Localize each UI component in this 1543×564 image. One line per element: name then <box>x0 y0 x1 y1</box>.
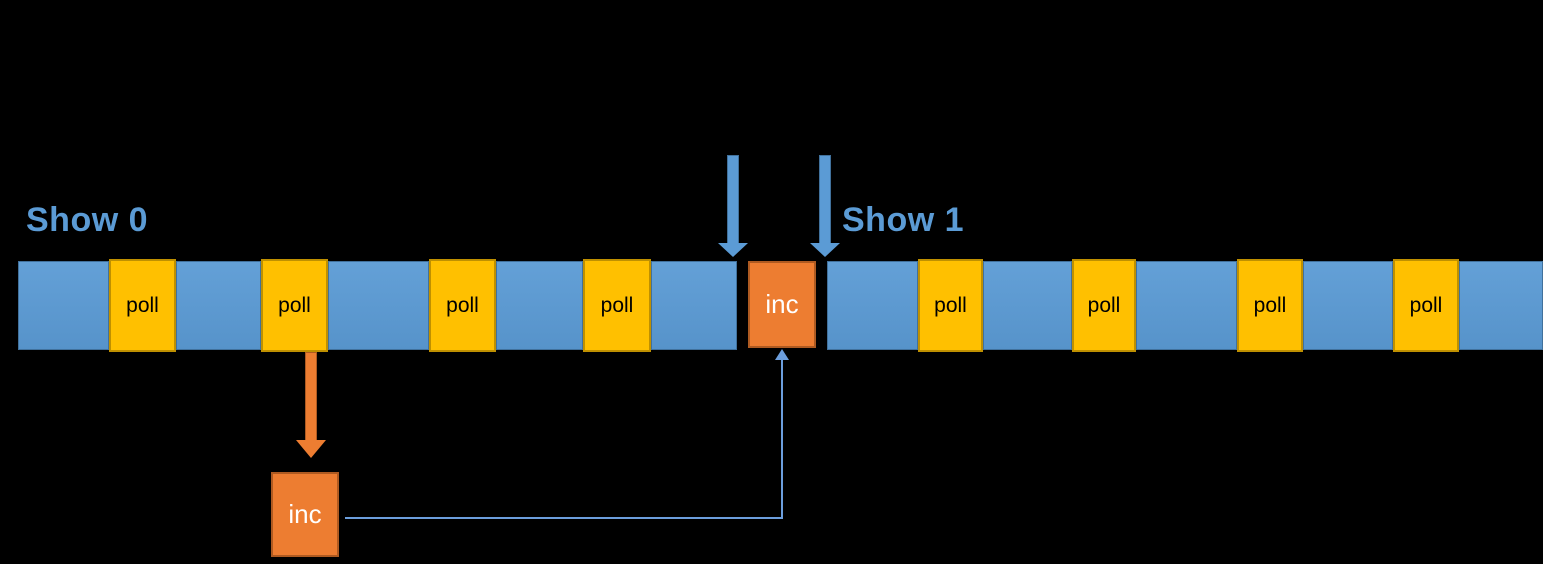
poll-label: poll <box>278 293 311 317</box>
timeline-poll-block: poll <box>1237 259 1303 352</box>
poll-label: poll <box>600 293 634 317</box>
poll-label: poll <box>446 293 479 317</box>
connector-horizontal-line <box>345 517 783 519</box>
timeline-task-block <box>328 261 429 350</box>
timeline-task-block <box>1459 261 1543 350</box>
timeline-task-block <box>1136 261 1237 350</box>
arrow-shaft <box>305 352 317 441</box>
timeline-poll-block: poll <box>1393 259 1459 352</box>
timeline-poll-block: poll <box>918 259 983 352</box>
timeline-task-block <box>983 261 1072 350</box>
show-0-timeline-bar: poll poll poll poll <box>18 259 737 352</box>
timeline-task-block <box>651 261 737 350</box>
poll-label: poll <box>1253 293 1287 317</box>
inc-label: inc <box>765 289 799 319</box>
poll-label: poll <box>934 293 967 317</box>
arrow-head <box>810 243 840 257</box>
timeline-task-block <box>1303 261 1393 350</box>
connector-vertical-line <box>781 359 783 518</box>
timeline-poll-block: poll <box>109 259 176 352</box>
arrow-shaft <box>727 155 739 244</box>
timeline-task-block <box>18 261 109 350</box>
poll-label: poll <box>1087 293 1121 317</box>
timeline-task-block <box>496 261 583 350</box>
show-1-timeline-bar: poll poll poll poll <box>827 259 1543 352</box>
timeline-poll-block: poll <box>429 259 496 352</box>
arrow-shaft <box>819 155 831 244</box>
poll-label: poll <box>126 293 159 317</box>
poll-label: poll <box>1409 293 1443 317</box>
deferred-inc-block: inc <box>271 472 339 557</box>
timeline-poll-block: poll <box>583 259 651 352</box>
arrow-head <box>718 243 748 257</box>
arrow-head <box>296 440 326 458</box>
connector-arrow-up-icon <box>775 349 789 360</box>
timeline-task-block <box>827 261 918 350</box>
timeline-poll-block: poll <box>1072 259 1136 352</box>
timeline-poll-block: poll <box>261 259 328 352</box>
inline-inc-block: inc <box>748 261 816 348</box>
show-0-label: Show 0 <box>26 201 149 239</box>
inc-label: inc <box>288 499 322 529</box>
show-1-label: Show 1 <box>842 201 965 239</box>
timeline-task-block <box>176 261 261 350</box>
